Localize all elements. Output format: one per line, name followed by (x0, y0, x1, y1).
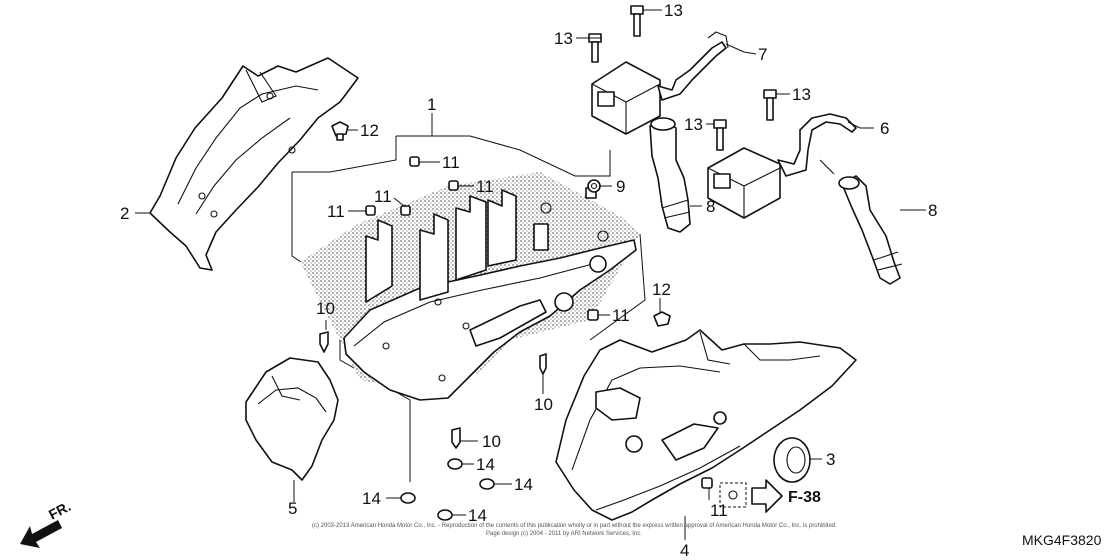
diagram-code: MKG4F3820 (1022, 532, 1102, 548)
callout-6: 6 (880, 119, 889, 138)
callout-7: 7 (758, 45, 767, 64)
callout-labels: 1 2 3 4 5 6 7 8 8 9 10 10 10 11 11 11 11… (120, 1, 937, 560)
callout-11f: 11 (710, 501, 728, 520)
part-8-plug-caps (649, 117, 903, 285)
callout-12a: 12 (360, 121, 379, 140)
callout-10a: 10 (316, 299, 335, 318)
callout-12b: 12 (652, 280, 671, 299)
part-5-cover (245, 357, 339, 481)
part-6-ignition-coil (707, 113, 861, 219)
part-7-ignition-coil (591, 31, 745, 135)
callout-2: 2 (120, 204, 129, 223)
part-2-left-panel (149, 57, 359, 271)
part-12-clip-upper (331, 121, 349, 141)
callout-3: 3 (826, 450, 835, 469)
callout-5: 5 (288, 499, 297, 518)
part-3-grommet (773, 437, 811, 483)
part-9-grommet (587, 179, 601, 193)
callout-11d: 11 (327, 202, 345, 221)
part-12-clip-lower (653, 311, 671, 327)
part-14-nuts (400, 458, 495, 521)
callout-14d: 14 (468, 506, 487, 525)
reference-label: F-38 (788, 489, 821, 506)
callout-14a: 14 (476, 455, 495, 474)
callout-14c: 14 (362, 489, 381, 508)
callout-8a: 8 (706, 197, 715, 216)
part-10-screws (319, 331, 547, 449)
leader-lines (135, 9, 926, 540)
callout-11c: 11 (374, 187, 392, 206)
callout-8b: 8 (928, 201, 937, 220)
callout-4: 4 (680, 541, 689, 560)
callout-13b: 13 (664, 1, 683, 20)
part-4-lower-panel (555, 329, 857, 521)
callout-11b: 11 (476, 177, 494, 196)
callout-11a: 11 (442, 153, 460, 172)
ref-arrow-f38 (719, 479, 783, 513)
callout-13d: 13 (684, 115, 703, 134)
callout-14b: 14 (514, 475, 533, 494)
callout-13c: 13 (792, 85, 811, 104)
callout-10b: 10 (534, 395, 553, 414)
callout-1: 1 (427, 95, 436, 114)
part-1-center-tray (291, 122, 646, 482)
callout-9: 9 (616, 177, 625, 196)
copyright-line-2: Page design (c) 2004 - 2011 by ARI Netwo… (486, 531, 642, 537)
part-13-bolts (588, 5, 777, 151)
copyright-line-1: (c) 2003-2013 American Honda Motor Co., … (312, 523, 837, 529)
callout-11e: 11 (612, 306, 630, 325)
front-label: FR. (46, 498, 73, 523)
callout-10c: 10 (482, 432, 501, 451)
callout-13a: 13 (554, 29, 573, 48)
front-arrow-icon: FR. (20, 498, 73, 548)
